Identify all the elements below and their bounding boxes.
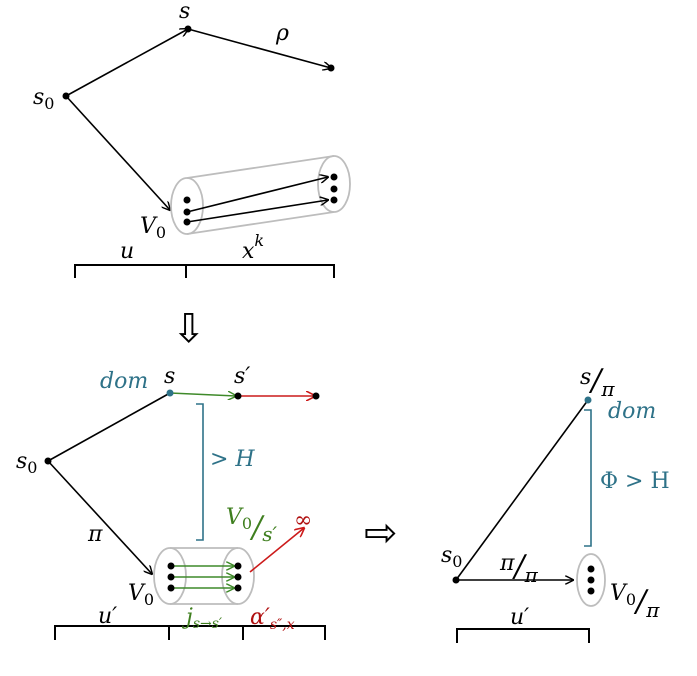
- bottom-right-panel: Φ > H s/π dom s0 π/π V0/π u′: [441, 363, 670, 643]
- label-gt-h: > H: [210, 447, 255, 472]
- node-v0r-2: [587, 576, 595, 584]
- node-cylb-r3: [234, 584, 242, 592]
- label-u-prime: u′: [98, 604, 117, 629]
- node-cyl-r1: [330, 173, 338, 181]
- node-v0-2: [183, 208, 191, 216]
- label-dom-b: dom: [100, 369, 148, 394]
- label-v0: V0: [140, 214, 166, 242]
- node-cylb-r1: [234, 562, 242, 570]
- label-sprime: s′: [234, 364, 250, 389]
- label-xk: xk: [242, 231, 264, 264]
- edge-s0-to-s: [65, 29, 188, 97]
- node-v0-3: [183, 218, 191, 226]
- right-arrow-icon: ⇨: [364, 510, 398, 556]
- node-cyl-r3: [330, 196, 338, 204]
- node-v0-1: [183, 196, 191, 204]
- cylinder-right-cap: [317, 155, 351, 213]
- label-v0-over-sprime: V0/s′: [226, 505, 277, 546]
- edge-s-to-sprime: [169, 393, 236, 396]
- node-s0: [62, 92, 70, 100]
- label-s0: s0: [33, 85, 54, 113]
- node-v0b-2: [167, 573, 175, 581]
- node-s0-b: [44, 457, 52, 465]
- bottom-left-panel: > H dom s s′ s0 π V0 V0/s′ ∞ u′ js→s′: [16, 364, 326, 640]
- label-u: u: [120, 239, 134, 264]
- bracket-bottom-right: [456, 628, 590, 643]
- node-v0b-3: [167, 584, 175, 592]
- cylinder-bottom-edge: [186, 211, 335, 235]
- node-sprime: [234, 392, 242, 400]
- label-s-b: s: [164, 364, 175, 389]
- down-arrow-icon: ⇩: [172, 306, 206, 352]
- label-s: s: [179, 0, 190, 24]
- label-s0-b: s0: [16, 449, 37, 477]
- node-s0-r: [452, 576, 460, 584]
- edge-to-infinity: [249, 528, 304, 573]
- bracket-top: [74, 264, 335, 278]
- node-v0b-1: [167, 562, 175, 570]
- node-v0r-1: [587, 565, 595, 573]
- edge-cyl-upper: [186, 177, 328, 213]
- label-phi-gt-h: Φ > H: [600, 469, 670, 494]
- edge-s0-to-v0: [65, 95, 170, 210]
- bracket-bottom-left: [54, 625, 326, 640]
- label-rho: ρ: [275, 21, 289, 46]
- node-red-end: [312, 392, 320, 400]
- phi-bracket: [584, 409, 592, 547]
- top-panel: s ρ s0 V0 u xk: [33, 0, 351, 278]
- cylinder-top-edge: [186, 155, 335, 179]
- label-dom-r: dom: [608, 399, 656, 424]
- node-s-r: [584, 396, 592, 404]
- node-cyl-r2: [330, 185, 338, 193]
- cylinder-left-cap: [170, 177, 204, 235]
- node-s-b: [166, 389, 174, 397]
- label-u-prime-r: u′: [510, 605, 529, 630]
- node-s: [184, 25, 192, 33]
- label-infinity: ∞: [294, 508, 312, 533]
- label-s-over-pi: s/π: [580, 363, 615, 401]
- edge-s0-to-s-r: [455, 399, 589, 581]
- node-v0r-3: [587, 587, 595, 595]
- node-group-ellipse: [576, 553, 606, 607]
- edge-cyl-lower: [186, 200, 328, 223]
- label-alpha: α′s″,x: [250, 605, 295, 633]
- label-pi: π: [87, 522, 103, 547]
- label-v0-b: V0: [128, 581, 154, 609]
- node-cylb-r2: [234, 573, 242, 581]
- label-j: js→s′: [181, 605, 223, 632]
- node-end: [327, 64, 335, 72]
- label-v0-over-pi: V0/π: [610, 581, 660, 622]
- label-pi-over-pi: π/π: [499, 549, 539, 587]
- edge-s-rho: [187, 28, 331, 68]
- edge-s0-to-v0-b: [47, 460, 152, 574]
- gt-h-bracket: [196, 403, 204, 541]
- edge-s0-to-s-b: [47, 392, 171, 462]
- label-s0-r: s0: [441, 543, 462, 571]
